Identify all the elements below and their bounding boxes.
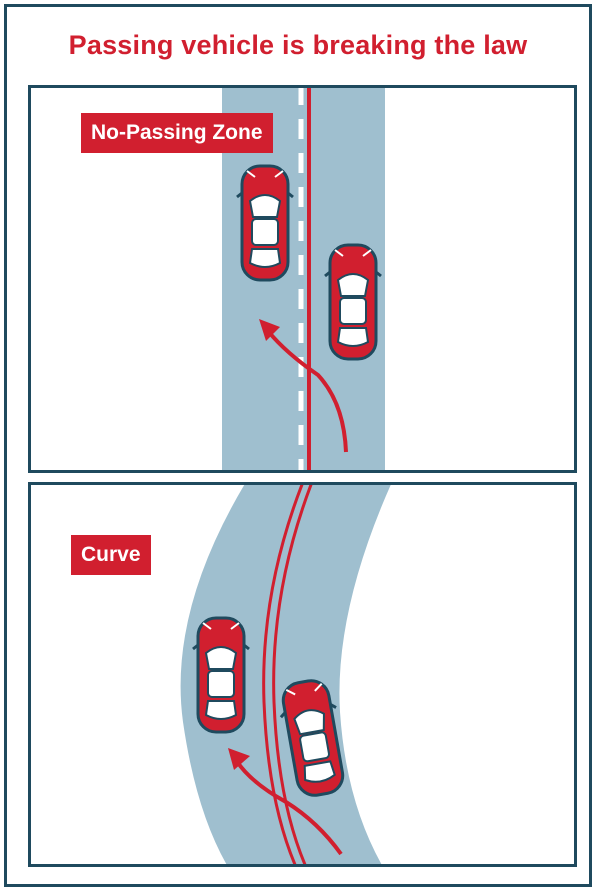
passing-car (237, 166, 293, 280)
curve-label: Curve (71, 535, 151, 575)
page-title: Passing vehicle is breaking the law (0, 30, 596, 61)
no-passing-zone-label: No-Passing Zone (81, 113, 273, 153)
curve-panel: Curve (28, 482, 577, 867)
passing-car (193, 618, 249, 732)
no-passing-zone-panel: No-Passing Zone (28, 85, 577, 473)
oncoming-car (325, 245, 381, 359)
